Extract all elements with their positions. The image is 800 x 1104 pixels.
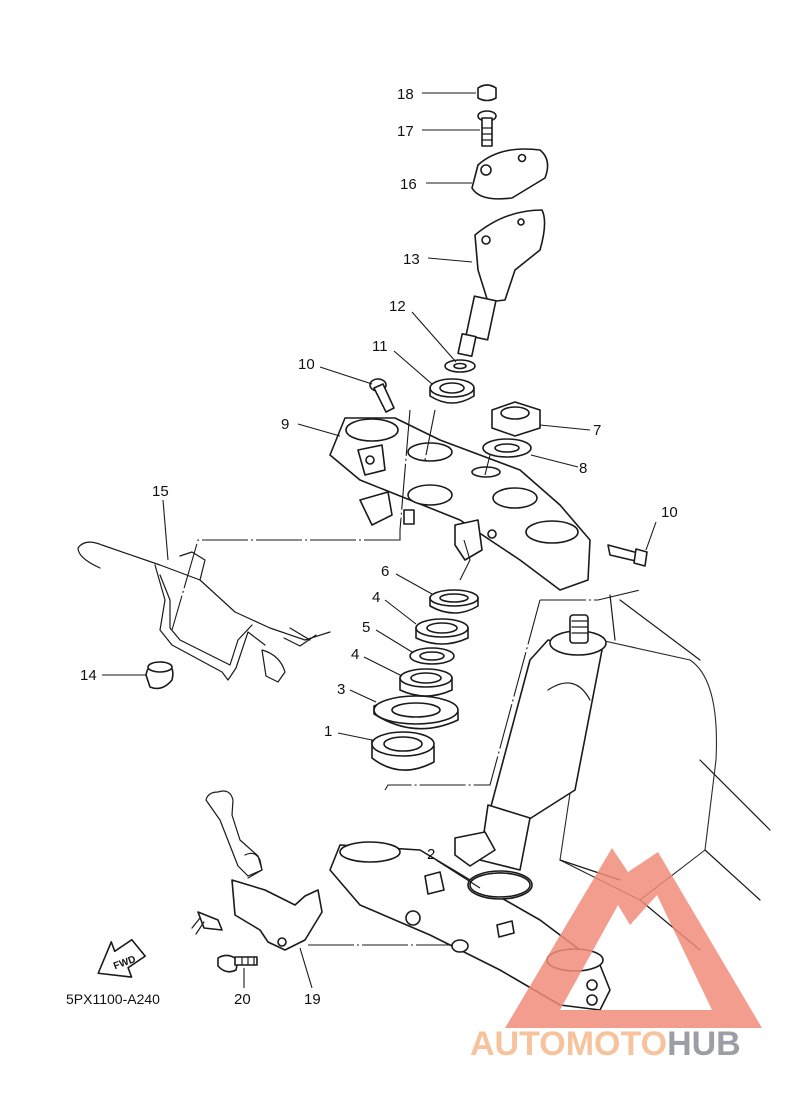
diagram-code: 5PX1100-A240 xyxy=(66,991,160,1007)
part-4-ring-nut-lower xyxy=(399,668,453,697)
part-2-bearing-lower xyxy=(469,872,531,898)
callout-4-upper: 4 xyxy=(372,589,380,606)
part-9-upper-bracket xyxy=(329,417,591,591)
callout-labels: 18 17 16 13 12 11 10 9 7 8 15 10 6 4 5 4… xyxy=(80,86,678,1008)
part-18-cap xyxy=(477,84,497,102)
callout-17: 17 xyxy=(397,123,414,140)
part-8-washer xyxy=(482,438,532,458)
callout-15: 15 xyxy=(152,483,169,500)
part-12-washer xyxy=(444,359,476,373)
callout-3: 3 xyxy=(337,681,345,698)
part-10-bolt-side xyxy=(607,544,648,567)
part-1-bearing xyxy=(371,731,435,771)
part-20-bolt xyxy=(217,954,258,973)
fwd-arrow: FWD xyxy=(97,938,147,978)
part-16-holder-cap xyxy=(471,148,549,200)
callout-13: 13 xyxy=(403,251,420,268)
part-19-bracket xyxy=(191,790,323,951)
part-14-nut xyxy=(145,661,174,690)
callout-7: 7 xyxy=(593,422,601,439)
part-13-holder xyxy=(457,209,546,358)
part-6-washer xyxy=(429,589,479,614)
part-3-seal xyxy=(373,695,459,730)
callout-4-lower: 4 xyxy=(351,646,359,663)
callout-20: 20 xyxy=(234,991,251,1008)
callout-1: 1 xyxy=(324,723,332,740)
part-17-bolt xyxy=(477,110,497,147)
watermark-logo: AUTOMOTOHUB xyxy=(470,848,762,1063)
part-15-cable-guide xyxy=(77,541,331,683)
part-5-washer xyxy=(409,647,455,665)
watermark-triangle-icon xyxy=(505,848,762,1028)
callout-10-side: 10 xyxy=(661,504,678,521)
callout-10-upper: 10 xyxy=(298,356,315,373)
callout-11: 11 xyxy=(372,338,388,355)
steering-stem xyxy=(479,614,607,871)
callout-14: 14 xyxy=(80,667,97,684)
part-7-nut xyxy=(491,401,541,437)
callout-18: 18 xyxy=(397,86,414,103)
callout-6: 6 xyxy=(381,563,389,580)
leader-lines xyxy=(102,92,657,989)
callout-16: 16 xyxy=(400,176,417,193)
part-11-bushing xyxy=(429,378,475,404)
watermark-text: AUTOMOTOHUB xyxy=(470,1025,741,1063)
callout-2: 2 xyxy=(427,846,435,863)
part-4-ring-nut-upper xyxy=(415,618,469,645)
callout-12: 12 xyxy=(389,298,406,315)
part-10-bolt-upper xyxy=(369,378,395,413)
callout-19: 19 xyxy=(304,991,321,1008)
callout-9: 9 xyxy=(281,416,289,433)
callout-8: 8 xyxy=(579,460,587,477)
callout-5: 5 xyxy=(362,619,370,636)
